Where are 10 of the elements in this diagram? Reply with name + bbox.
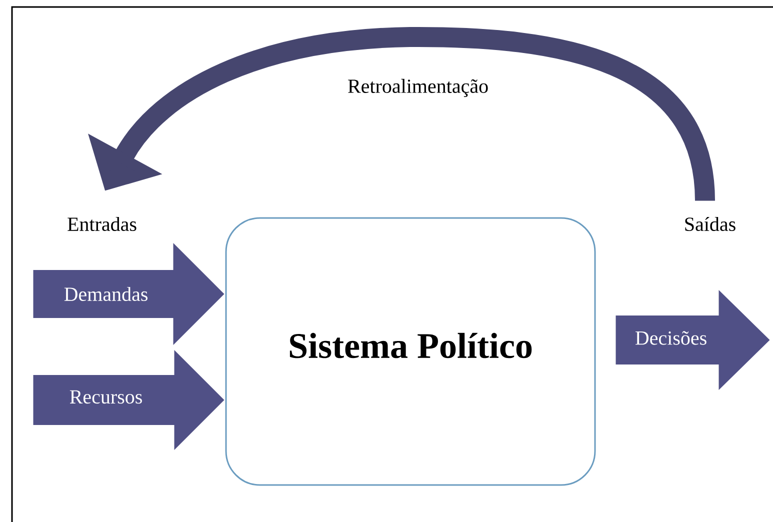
- block-arrow: [33, 350, 224, 450]
- block-arrow: [33, 243, 224, 345]
- edge-label: Decisões: [636, 331, 706, 345]
- side-label: Entradas: [68, 216, 136, 232]
- edge-label: Demandas: [64, 286, 148, 302]
- system-box: Sistema Político: [225, 217, 596, 486]
- side-label: Saídas: [685, 216, 736, 232]
- block-arrow: [616, 290, 770, 390]
- edge-label: Retroalimentação: [348, 78, 488, 98]
- edge-label: Recursos: [70, 390, 142, 404]
